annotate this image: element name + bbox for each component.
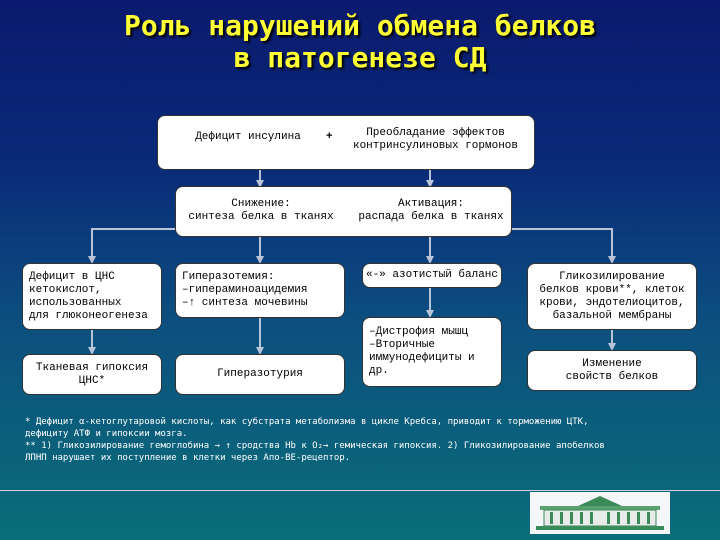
bottom-divider (0, 490, 720, 491)
building-logo-icon (530, 492, 670, 534)
plus-sign: + (326, 131, 333, 143)
mid-box: Снижение: синтеза белка в тканях Активац… (175, 186, 512, 237)
footnote-line-2: дефициту АТФ и гипоксии мозга. (25, 429, 188, 439)
footnote-line-4: ЛПНП нарушает их поступление в клетки че… (25, 453, 351, 463)
hyperazoturia-box: Гиперазотурия (175, 354, 345, 395)
arrow-mid-to-cns (88, 228, 175, 264)
title-line-2: в патогенезе СД (233, 41, 487, 74)
negative-balance-box: «-» азотистый баланс (362, 263, 502, 288)
insulin-deficit-label: Дефицит инсулина (195, 131, 301, 143)
synthesis-decrease-label: Снижение: синтеза белка в тканях (188, 198, 334, 223)
tissue-hypoxia-box: Тканевая гипоксия ЦНС* (22, 354, 162, 395)
cns-deficit-box: Дефицит в ЦНС кетокислот, использованных… (22, 263, 162, 330)
slide-title: Роль нарушений обмена белков в патогенез… (0, 10, 720, 74)
title-line-1: Роль нарушений обмена белков (123, 9, 596, 42)
breakdown-activation-label: Активация: распада белка в тканях (358, 198, 504, 223)
counter-insulin-label: Преобладание эффектов контринсулиновых г… (352, 127, 519, 152)
footnote-line-1: * Дефицит α-кетоглутаровой кислоты, как … (25, 417, 589, 427)
top-box: Дефицит инсулина + Преобладание эффектов… (157, 115, 535, 170)
property-change-box: Изменение свойств белков (527, 350, 697, 391)
arrow-mid-to-glycosylation (512, 228, 616, 264)
hyperazotemia-box: Гиперазотемия: –гипераминоацидемия –↑ си… (175, 263, 345, 318)
glycosylation-box: Гликозилирование белков крови**, клеток … (527, 263, 697, 330)
dystrophy-box: –Дистрофия мышц –Вторичные иммунодефицит… (362, 317, 502, 387)
footnote-line-3: ** 1) Гликозилирование гемоглобина → ↑ с… (25, 441, 605, 451)
footnote: * Дефицит α-кетоглутаровой кислоты, как … (25, 416, 675, 464)
